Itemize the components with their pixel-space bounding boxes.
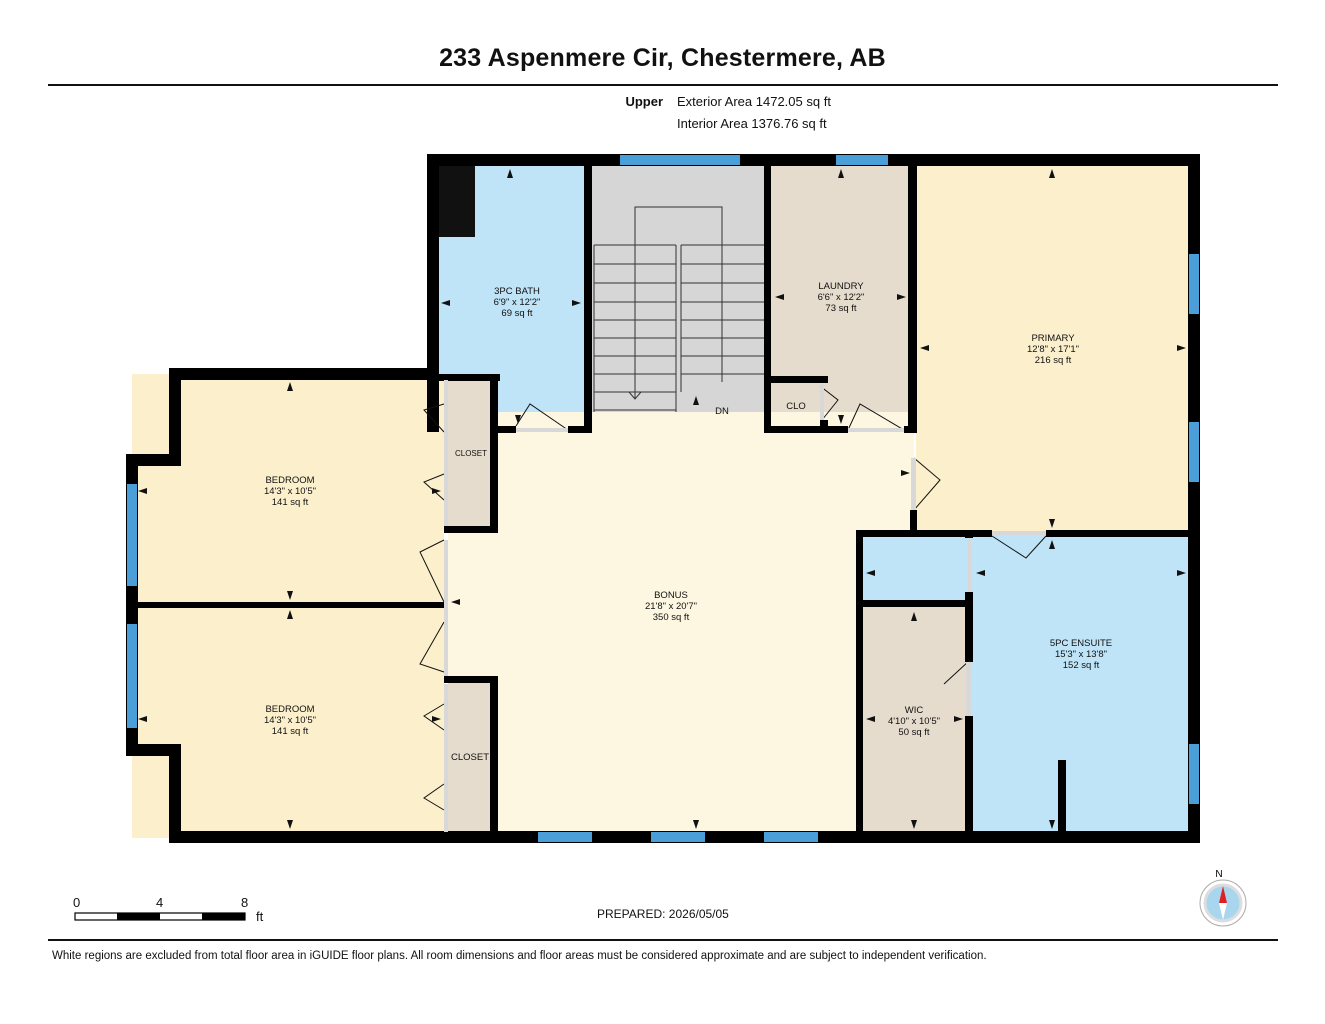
wic-area: 50 sq ft <box>898 727 930 738</box>
bedroom-lower-fill <box>132 606 444 838</box>
bedroom-lower-name: BEDROOM <box>265 704 314 715</box>
scale-tick-8: 8 <box>241 895 249 910</box>
bedroom-upper-fill <box>132 374 444 606</box>
clo-label: CLO <box>786 401 806 412</box>
bonus-fill-left <box>448 528 502 682</box>
ensuite-name: 5PC ENSUITE <box>1050 638 1112 649</box>
bedroom-upper-dims: 14'3" x 10'5" <box>264 486 316 497</box>
bath-3pc-name: 3PC BATH <box>494 286 540 297</box>
primary-dims: 12'8" x 17'1" <box>1027 344 1079 355</box>
door-thresholds <box>444 380 1046 832</box>
compass-icon: N <box>1199 869 1247 927</box>
scale-tick-0: 0 <box>73 895 81 910</box>
primary-area: 216 sq ft <box>1035 355 1072 366</box>
bonus-area: 350 sq ft <box>653 612 690 623</box>
stairs-down-label: DN <box>715 406 729 417</box>
header-divider <box>48 84 1278 86</box>
bonus-dims: 21'8" x 20'7" <box>645 601 697 612</box>
footer-divider <box>48 939 1278 941</box>
closet-lower-fill <box>448 682 494 834</box>
laundry-area: 73 sq ft <box>825 303 857 314</box>
wic-fill <box>862 606 970 832</box>
bath-3pc-dims: 6'9" x 12'2" <box>494 297 541 308</box>
floor-level-label: Upper <box>625 94 663 109</box>
dimension-arrows <box>138 169 1186 829</box>
wic-name: WIC <box>905 705 924 716</box>
prepared-date: PREPARED: 2026/05/05 <box>597 907 729 921</box>
laundry-name: LAUNDRY <box>818 281 864 292</box>
ensuite-area: 152 sq ft <box>1063 660 1100 671</box>
bonus-name: BONUS <box>654 590 688 601</box>
scale-tick-4: 4 <box>156 895 164 910</box>
primary-fill <box>916 164 1192 532</box>
laundry-dims: 6'6" x 12'2" <box>818 292 865 303</box>
disclaimer-text: White regions are excluded from total fl… <box>52 950 987 962</box>
scale-unit: ft <box>256 909 264 924</box>
bedroom-upper-area: 141 sq ft <box>272 497 309 508</box>
closet-lower-label: CLOSET <box>451 752 489 763</box>
bath-3pc-area: 69 sq ft <box>501 308 533 319</box>
wic-dims: 4'10" x 10'5" <box>888 716 940 727</box>
bedroom-lower-area: 141 sq ft <box>272 726 309 737</box>
bedroom-lower-dims: 14'3" x 10'5" <box>264 715 316 726</box>
windows <box>127 155 1199 842</box>
scale-bar <box>74 912 246 921</box>
bonus-fill <box>498 412 914 836</box>
bath-3pc-cabinet <box>433 161 475 237</box>
exterior-area: Exterior Area 1472.05 sq ft <box>677 94 831 109</box>
compass-north-label: N <box>1215 869 1222 880</box>
primary-name: PRIMARY <box>1031 333 1075 344</box>
page-title: 233 Aspenmere Cir, Chestermere, AB <box>439 44 886 72</box>
closet-upper-label: CLOSET <box>455 449 487 458</box>
ensuite-dims: 15'3" x 13'8" <box>1055 649 1107 660</box>
closet-upper-fill <box>448 378 494 528</box>
staircase <box>593 206 764 412</box>
stair-area <box>592 164 766 412</box>
door-swings <box>419 385 1047 811</box>
bedroom-upper-name: BEDROOM <box>265 475 314 486</box>
interior-area: Interior Area 1376.76 sq ft <box>677 116 827 131</box>
